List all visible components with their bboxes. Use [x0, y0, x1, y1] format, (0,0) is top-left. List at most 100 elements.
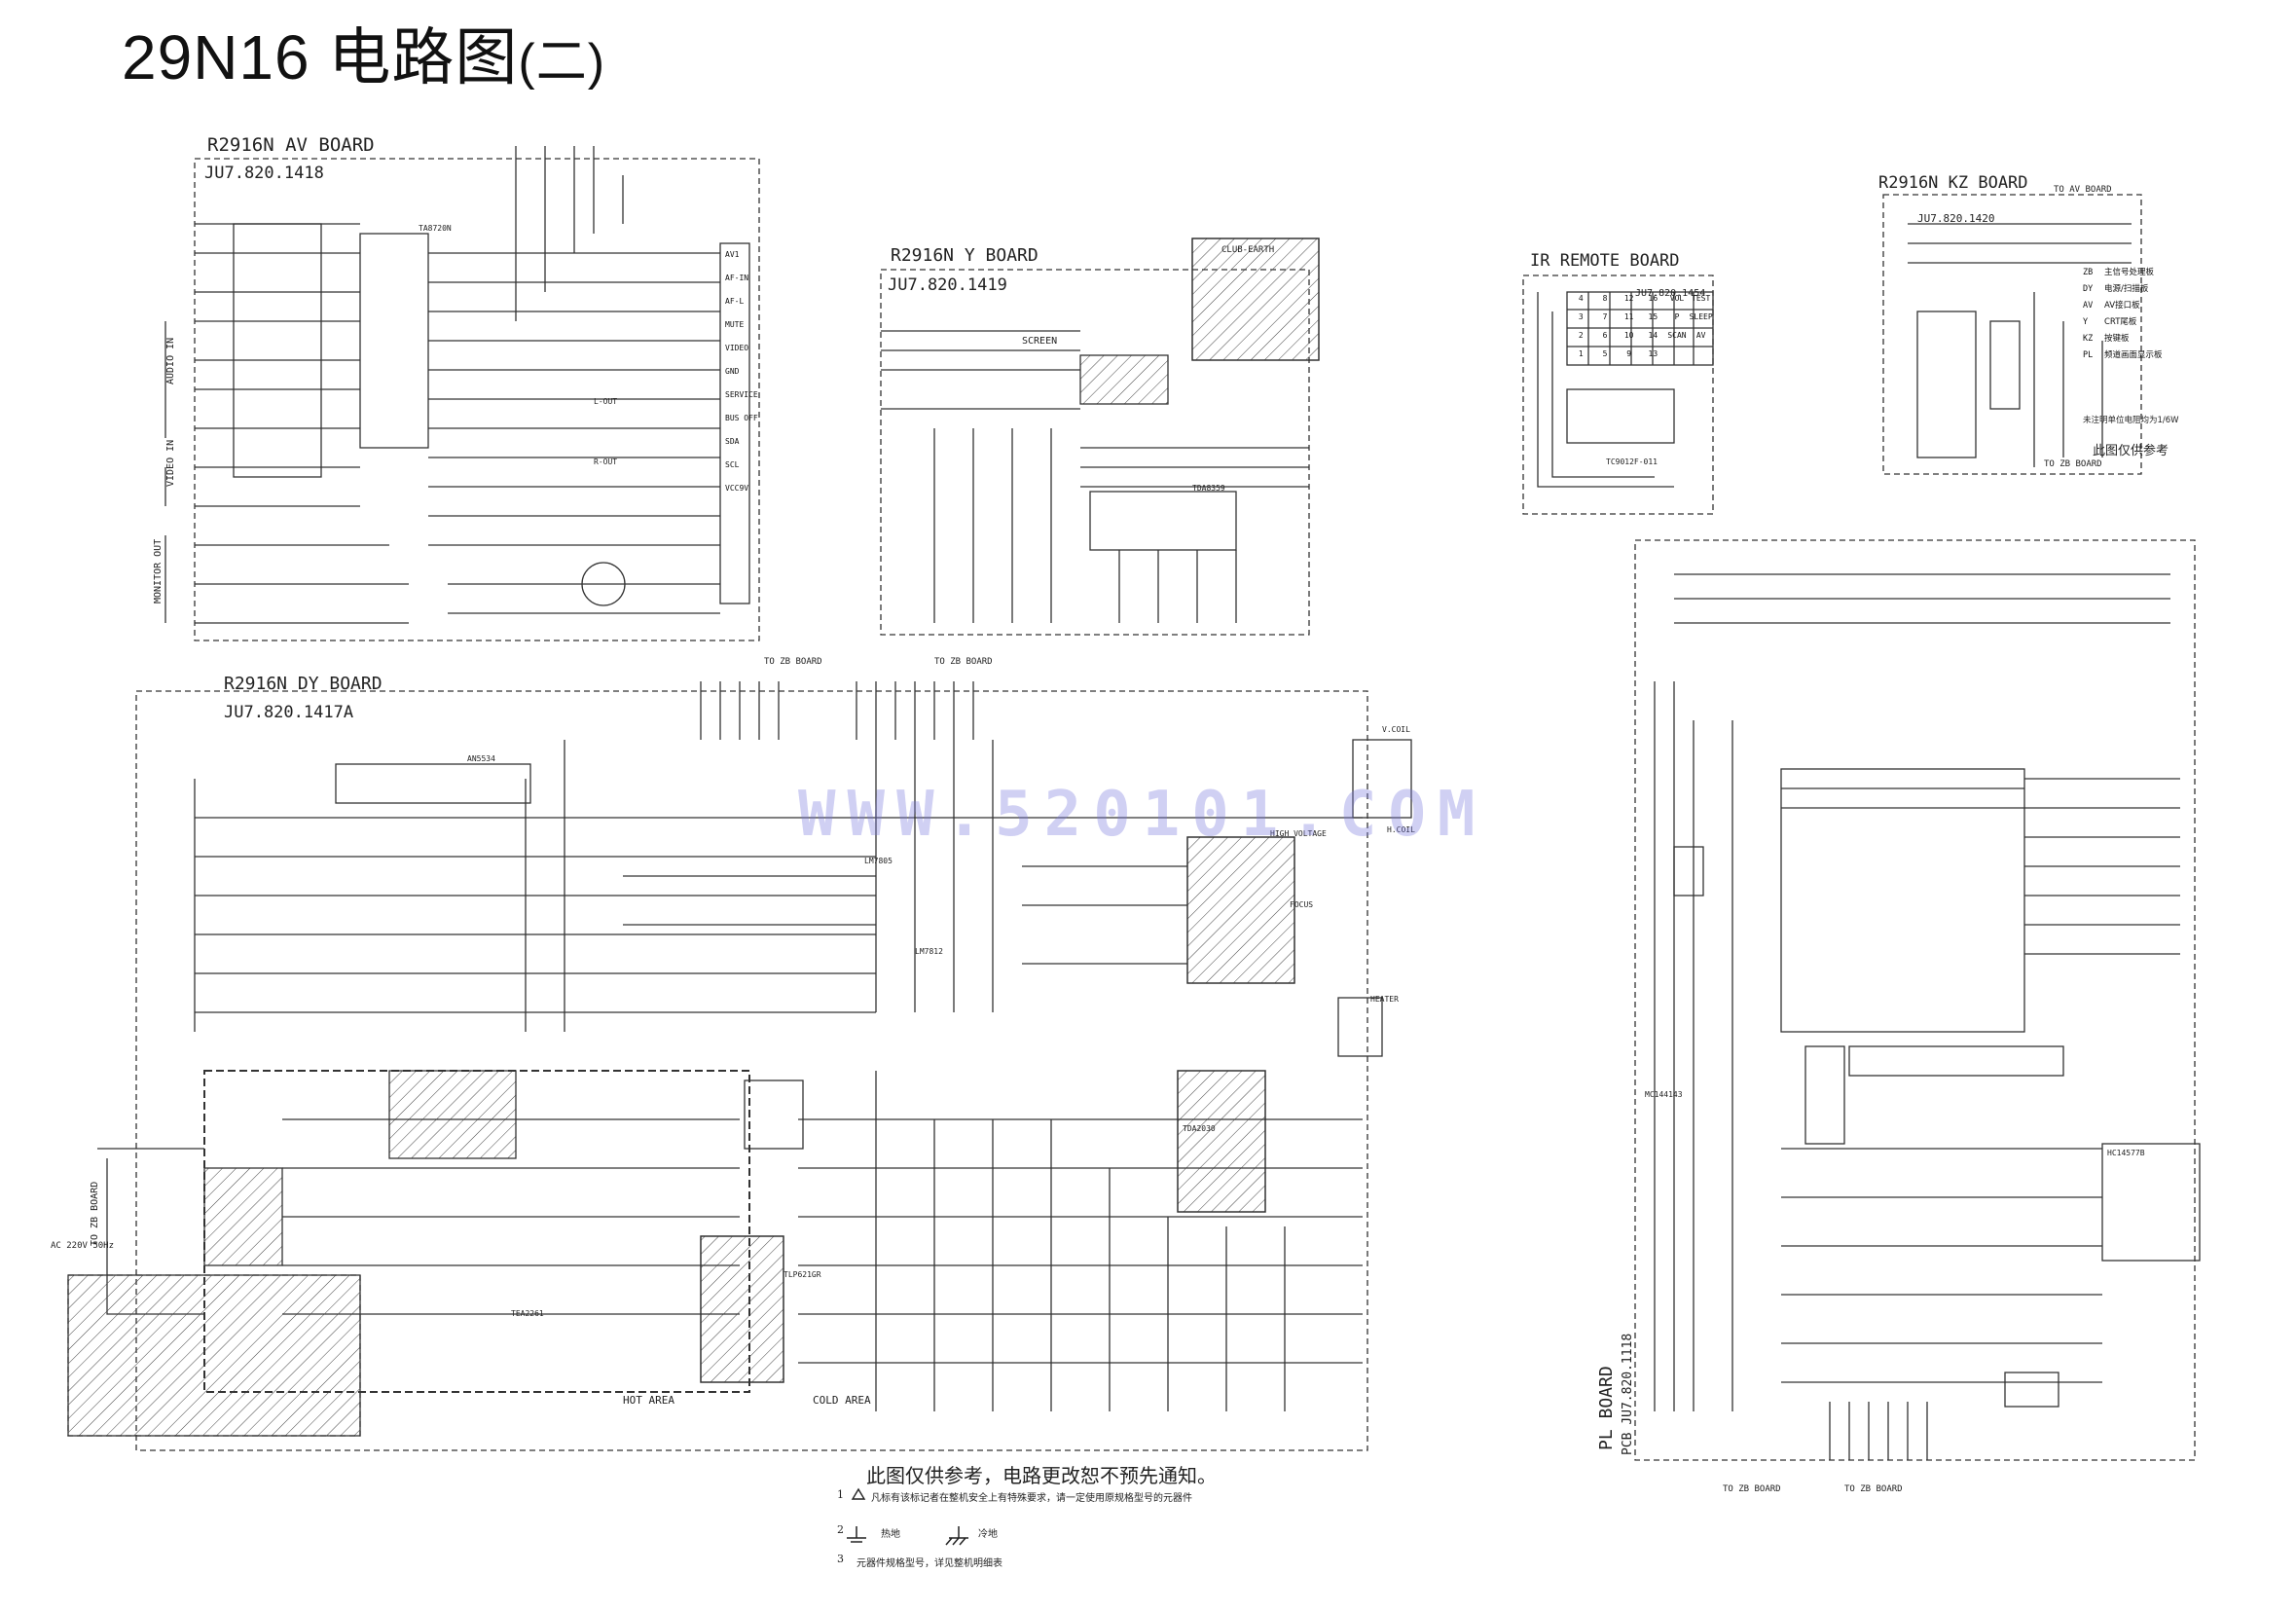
ir-key-label: TEST	[1692, 294, 1711, 303]
legend-text: AV接口板	[2104, 301, 2140, 311]
footer-note-1-number: 1	[837, 1488, 844, 1501]
kz-board-name: R2916N KZ BOARD	[1878, 173, 2028, 193]
ic-label: LM7805	[864, 857, 893, 865]
av-board-name: R2916N AV BOARD	[207, 134, 375, 156]
focus-label: FOCUS	[1290, 900, 1314, 909]
av-signal: BUS OFF	[725, 414, 758, 422]
ir-key-label: 15	[1648, 312, 1658, 321]
legend-code: AV	[2083, 301, 2094, 311]
ir-board-code: JU7.820.1454	[1635, 288, 1706, 299]
av-signal: VIDEO	[725, 344, 749, 352]
ir-key-label: AV	[1695, 331, 1706, 340]
ic-label: TLP621GR	[784, 1270, 821, 1279]
screen-label: SCREEN	[1022, 336, 1058, 347]
ic-label: TA8720N	[419, 224, 452, 233]
dy-board-name: R2916N DY BOARD	[224, 674, 383, 694]
ir-key-label: 3	[1578, 312, 1584, 321]
ir-key-label: SCAN	[1667, 331, 1687, 340]
pl-board	[1634, 539, 2201, 1461]
av-signal: GND	[725, 367, 740, 376]
ir-key-label: VOL	[1669, 294, 1685, 303]
legend-text: 频道画面显示板	[2104, 350, 2163, 360]
av-board-code: JU7.820.1418	[204, 164, 324, 183]
ic-label: TDA2030	[1183, 1124, 1216, 1133]
kz-board	[1882, 194, 2142, 475]
club-earth-label: CLUB-EARTH	[1221, 245, 1275, 255]
kz-note: 未注明单位电阻均为1/6W	[2083, 416, 2179, 425]
ic-label: LM7812	[915, 947, 943, 956]
heater-connector: HEATER	[1370, 995, 1399, 1004]
ic-label: TDA8359	[1192, 484, 1225, 493]
high-voltage-label: HIGH VOLTAGE	[1270, 829, 1327, 838]
legend-code: Y	[2083, 317, 2089, 327]
ir-key-label: 16	[1648, 294, 1658, 303]
pl-board-code: PCB JU7.820.1118	[1621, 1333, 1635, 1455]
ir-key-label: 10	[1623, 331, 1634, 340]
legend-code: DY	[2083, 284, 2094, 294]
legend-text: 电源/扫描板	[2104, 284, 2149, 294]
ic-label: AN5534	[467, 754, 495, 763]
ic-label: TEA2261	[511, 1309, 544, 1318]
av-board	[164, 146, 760, 641]
title-main: 29N16 电路图	[122, 22, 519, 92]
svg-text:TO ZB BOARD: TO ZB BOARD	[90, 1182, 100, 1246]
svg-text:AUDIO IN: AUDIO IN	[165, 338, 176, 384]
vcoil-connector: V.COIL	[1382, 725, 1410, 734]
ir-key-label: 4	[1578, 294, 1584, 303]
ir-board	[1522, 274, 1714, 515]
legend-code: KZ	[2083, 334, 2094, 344]
hot-ground-symbol	[847, 1526, 866, 1543]
hcoil-connector: H.COIL	[1387, 825, 1415, 834]
y-board	[880, 238, 1320, 636]
to-zb-board-connector: TO ZB BOARD	[764, 657, 822, 667]
av-signal: SERVICE	[725, 390, 758, 399]
kz-board-code: JU7.820.1420	[1917, 212, 1995, 225]
ir-key-label: 9	[1626, 349, 1632, 358]
av-signal: SCL	[725, 460, 740, 469]
av-signal: VCC9V	[725, 484, 749, 493]
footer-note-3: 元器件规格型号，详见整机明细表	[856, 1558, 1002, 1569]
av-signal: AV1	[725, 250, 740, 259]
l-out-label: L-OUT	[594, 397, 618, 406]
legend-text: 主信号处理板	[2104, 268, 2155, 277]
ir-key-label: 11	[1623, 312, 1634, 321]
ir-key-label: 2	[1578, 331, 1584, 340]
pl-to-zb-board-connector: TO ZB BOARD	[1723, 1484, 1781, 1494]
kz-to-zb-board-connector: TO ZB BOARD	[2044, 459, 2102, 469]
legend-text: CRT尾板	[2104, 317, 2137, 327]
footer-note-2-number: 2	[837, 1523, 844, 1536]
watermark: WWW.520101.COM	[798, 779, 1487, 851]
y-board-code: JU7.820.1419	[888, 275, 1007, 295]
ir-key-label: P	[1674, 312, 1680, 321]
svg-text:VIDEO IN: VIDEO IN	[165, 440, 176, 487]
ac-input-label: AC 220V 50Hz	[51, 1241, 115, 1251]
footer-main-note: 此图仅供参考，电路更改恕不预先通知。	[866, 1464, 1217, 1487]
ir-key-label: 5	[1602, 349, 1608, 358]
title-suffix: (二)	[518, 34, 606, 91]
hot-area-label: HOT AREA	[623, 1394, 674, 1407]
y-board-name: R2916N Y BOARD	[891, 245, 1039, 266]
svg-text:MONITOR OUT: MONITOR OUT	[153, 539, 164, 604]
pl-to-zb-board-connector-2: TO ZB BOARD	[1844, 1484, 1903, 1494]
footer-note-3-number: 3	[837, 1553, 844, 1565]
ir-key-label: 1	[1578, 349, 1584, 358]
footer-note-2b: 冷地	[978, 1529, 998, 1540]
dy-board-code: JU7.820.1417A	[224, 703, 354, 722]
ir-key-matrix: 4 8 12 16 VOL TEST 3 7 11 15 P SLEEP 2 6…	[1569, 294, 1713, 358]
ir-key-label: SLEEP	[1689, 312, 1713, 321]
cold-ground-symbol	[945, 1526, 968, 1546]
av-signal: MUTE	[725, 320, 745, 329]
ir-key-label: 6	[1602, 331, 1608, 340]
ir-key-label: 13	[1648, 349, 1658, 358]
av-signal: AF-L	[725, 297, 745, 306]
ir-board-name: IR REMOTE BOARD	[1530, 251, 1680, 271]
ir-key-label: 12	[1623, 294, 1634, 303]
footer-note-2a: 热地	[881, 1529, 900, 1540]
dy-board	[67, 681, 1412, 1451]
av-signal: AF-IN	[725, 274, 749, 282]
legend-text: 按键板	[2104, 334, 2130, 344]
ir-key-label: 14	[1648, 331, 1658, 340]
legend-code: PL	[2083, 350, 2094, 360]
r-out-label: R-OUT	[594, 457, 618, 466]
